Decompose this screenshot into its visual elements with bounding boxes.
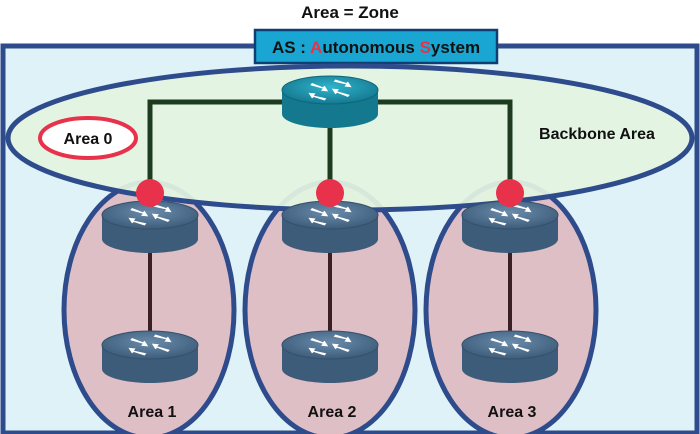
router-area-3-internal [461, 330, 559, 383]
abr-dot-area-2 [316, 179, 344, 207]
backbone-router [281, 75, 379, 128]
abr-dot-area-1 [136, 179, 164, 207]
as-label: AS : Autonomous System [272, 38, 480, 57]
router-area-1-abr [101, 200, 199, 253]
area-links [148, 252, 512, 340]
router-area-3-abr [461, 200, 559, 253]
area-0-highlight [38, 116, 138, 160]
area-2-label: Area 2 [308, 404, 357, 421]
area-3-label: Area 3 [488, 404, 537, 421]
area-0-label: Area 0 [64, 131, 113, 148]
as-label-box [253, 28, 499, 65]
diagram-title: Area = Zone [301, 3, 399, 22]
backbone-area-label: Backbone Area [539, 126, 655, 143]
router-area-2-internal [281, 330, 379, 383]
router-area-1-internal [101, 330, 199, 383]
area-1-label: Area 1 [128, 404, 177, 421]
router-area-2-abr [281, 200, 379, 253]
abr-dot-area-3 [496, 179, 524, 207]
